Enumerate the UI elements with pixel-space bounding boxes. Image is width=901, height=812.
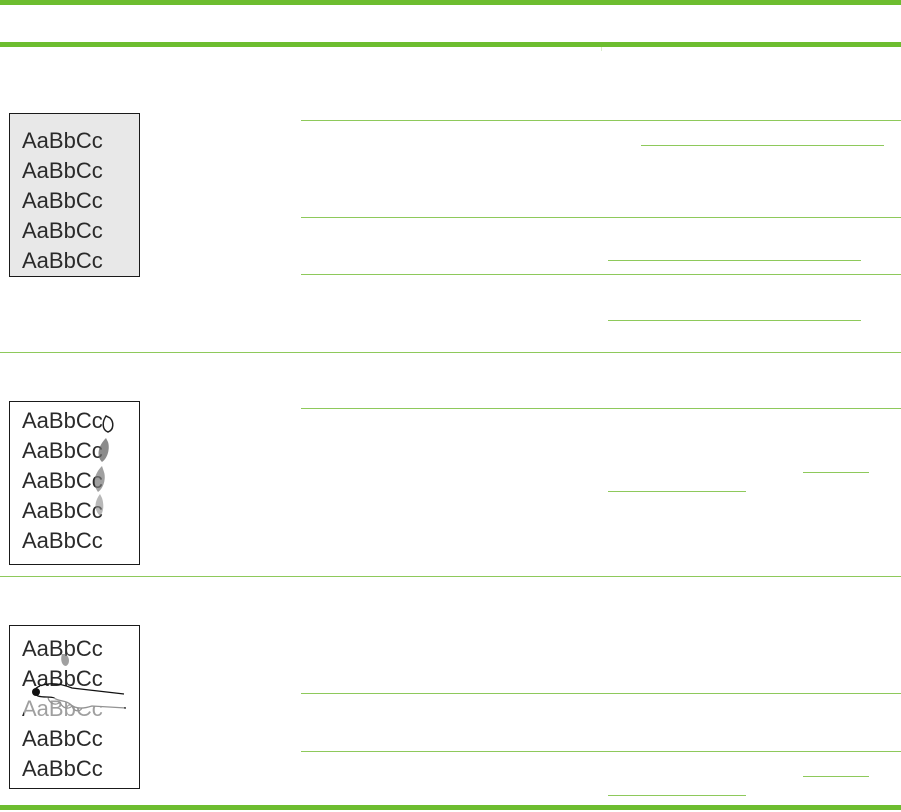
link-underline[interactable]: [608, 260, 861, 261]
row-divider: [301, 120, 901, 121]
link-underline[interactable]: [641, 145, 884, 146]
link-underline[interactable]: [803, 472, 869, 473]
sample-line: AaBbCc: [22, 438, 103, 463]
row-divider: [301, 217, 901, 218]
sample-line: AaBbCc: [22, 408, 103, 433]
sample-loose-toner: AaBbCc AaBbCc AaBbCc AaBbCc AaBbCc: [9, 625, 140, 789]
link-underline[interactable]: [803, 776, 869, 777]
sample-line: AaBbCc: [22, 158, 103, 183]
section-divider: [0, 352, 901, 353]
top-rule: [0, 0, 901, 5]
sample-line: AaBbCc: [22, 128, 103, 153]
row-divider: [301, 751, 901, 752]
sample-line: AaBbCc: [22, 666, 103, 691]
sample-toner-smear: AaBbCc AaBbCc AaBbCc AaBbCc AaBbCc: [9, 401, 140, 565]
sample-line: AaBbCc: [22, 248, 103, 273]
sample-line: AaBbCc: [22, 756, 103, 781]
sample-line: AaBbCc: [22, 528, 103, 553]
sample-line: AaBbCc: [22, 726, 103, 751]
sample-gray-background: AaBbCc AaBbCc AaBbCc AaBbCc AaBbCc: [9, 113, 140, 277]
header-rule: [0, 42, 901, 47]
link-underline[interactable]: [608, 795, 746, 796]
row-divider: [301, 693, 901, 694]
bottom-rule: [0, 805, 901, 810]
link-underline[interactable]: [608, 320, 861, 321]
column-divider-header: [601, 47, 602, 51]
sample-line: AaBbCc: [22, 188, 103, 213]
section-divider: [0, 576, 901, 577]
link-underline[interactable]: [608, 491, 746, 492]
sample-line: AaBbCc: [22, 498, 103, 523]
sample-line: AaBbCc: [22, 468, 103, 493]
smear-mark: [94, 415, 114, 516]
sample-line: AaBbCc: [22, 218, 103, 243]
row-divider: [301, 274, 901, 275]
row-divider: [301, 408, 901, 409]
hand-smear-illustration: [24, 654, 127, 718]
